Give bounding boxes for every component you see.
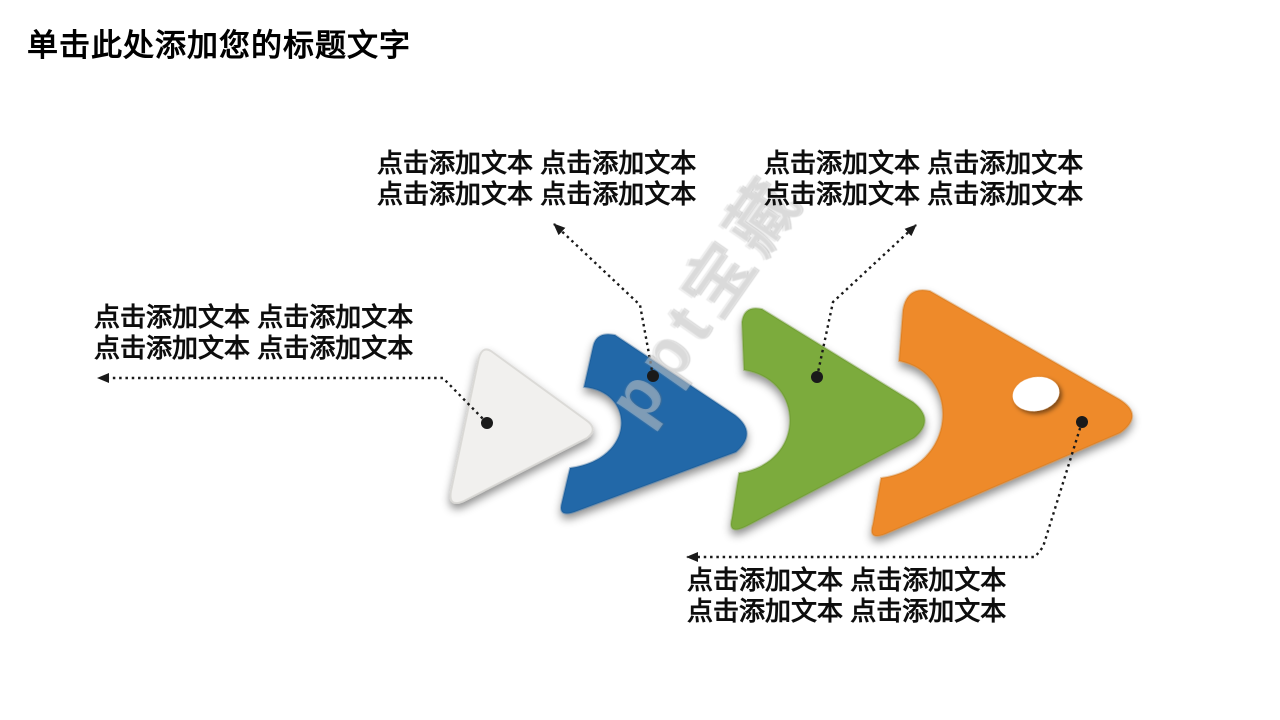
step-shape-2[interactable]	[560, 333, 748, 515]
connector-step4	[686, 421, 1084, 562]
connector-dot-step1	[481, 417, 493, 429]
connector-step1	[97, 373, 488, 424]
text-line: 点击添加文本 点击添加文本	[764, 148, 1084, 178]
text-line: 点击添加文本 点击添加文本	[687, 596, 1007, 626]
step-shape-4[interactable]	[870, 289, 1134, 538]
step-shape-1[interactable]	[449, 348, 594, 504]
text-line: 点击添加文本 点击添加文本	[94, 333, 414, 363]
step-shape-3[interactable]	[730, 307, 926, 531]
connector-dot-step3	[811, 371, 823, 383]
text-placeholder-top-middle[interactable]: 点击添加文本 点击添加文本 点击添加文本 点击添加文本	[377, 148, 696, 210]
text-placeholder-left[interactable]: 点击添加文本 点击添加文本 点击添加文本 点击添加文本	[94, 302, 413, 364]
text-line: 点击添加文本 点击添加文本	[377, 148, 697, 178]
text-placeholder-top-right[interactable]: 点击添加文本 点击添加文本 点击添加文本 点击添加文本	[764, 148, 1083, 210]
text-line: 点击添加文本 点击添加文本	[764, 179, 1084, 209]
text-line: 点击添加文本 点击添加文本	[687, 565, 1007, 595]
text-placeholder-bottom[interactable]: 点击添加文本 点击添加文本 点击添加文本 点击添加文本	[687, 565, 1006, 627]
connector-step3	[815, 224, 917, 378]
slide-title-placeholder[interactable]: 单击此处添加您的标题文字	[27, 28, 411, 63]
connector-dot-step2	[647, 370, 659, 382]
text-line: 点击添加文本 点击添加文本	[377, 179, 697, 209]
text-line: 点击添加文本 点击添加文本	[94, 302, 414, 332]
hole-ellipse	[1012, 376, 1060, 412]
connector-dot-step4	[1076, 416, 1088, 428]
